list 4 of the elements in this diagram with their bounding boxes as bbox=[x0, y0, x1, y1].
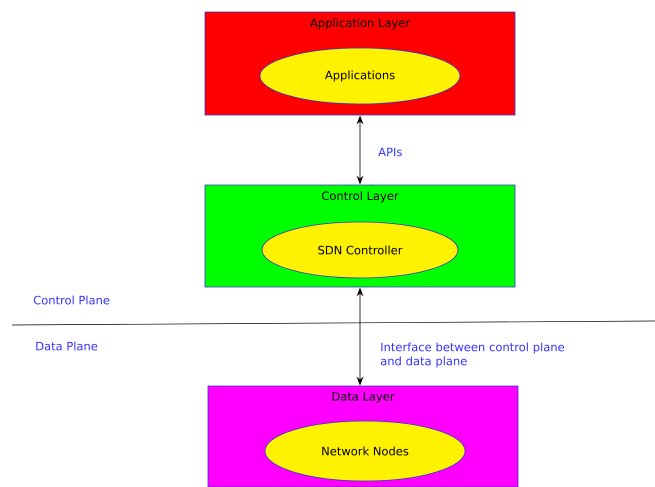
edge-label: APIs bbox=[378, 148, 402, 156]
plane-label: Control Plane bbox=[34, 296, 110, 304]
edge-label: Interface between control plane and data plane bbox=[380, 342, 564, 368]
plane-label: Data Plane bbox=[36, 342, 98, 350]
